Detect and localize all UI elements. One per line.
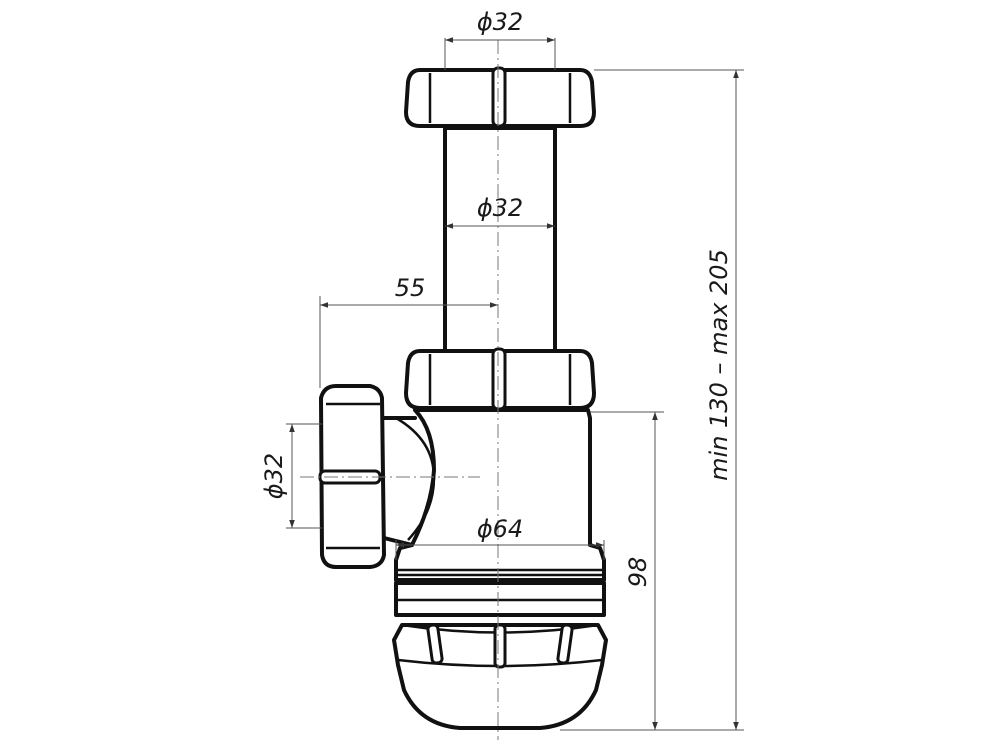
dimension-bottle-diameter: ϕ64 [395, 515, 605, 560]
lower-nut [404, 347, 596, 411]
dimension-top-nut-diameter: ϕ32 [444, 8, 556, 70]
total-height-label: min 130 – max 205 [705, 249, 733, 481]
bottle-height-label: 98 [624, 557, 652, 588]
dimension-side-outlet-diameter: ϕ32 [260, 423, 322, 529]
dimension-outlet-offset: 55 [319, 274, 498, 388]
tube-diameter-label: ϕ32 [477, 194, 523, 222]
dimension-tube-diameter: ϕ32 [445, 194, 555, 229]
bottle-body [394, 408, 606, 582]
side-outlet-diameter-label: ϕ32 [260, 453, 288, 499]
bottom-cup [392, 581, 608, 730]
bottle-diameter-label: ϕ64 [477, 515, 523, 543]
vertical-tube [443, 126, 557, 358]
center-lines [300, 40, 499, 740]
outlet-offset-label: 55 [395, 274, 426, 302]
top-nut-diameter-label: ϕ32 [477, 8, 523, 36]
dimension-total-height: min 130 – max 205 [594, 69, 744, 731]
upper-nut [404, 66, 596, 128]
dimension-bottle-height: 98 [560, 411, 664, 731]
